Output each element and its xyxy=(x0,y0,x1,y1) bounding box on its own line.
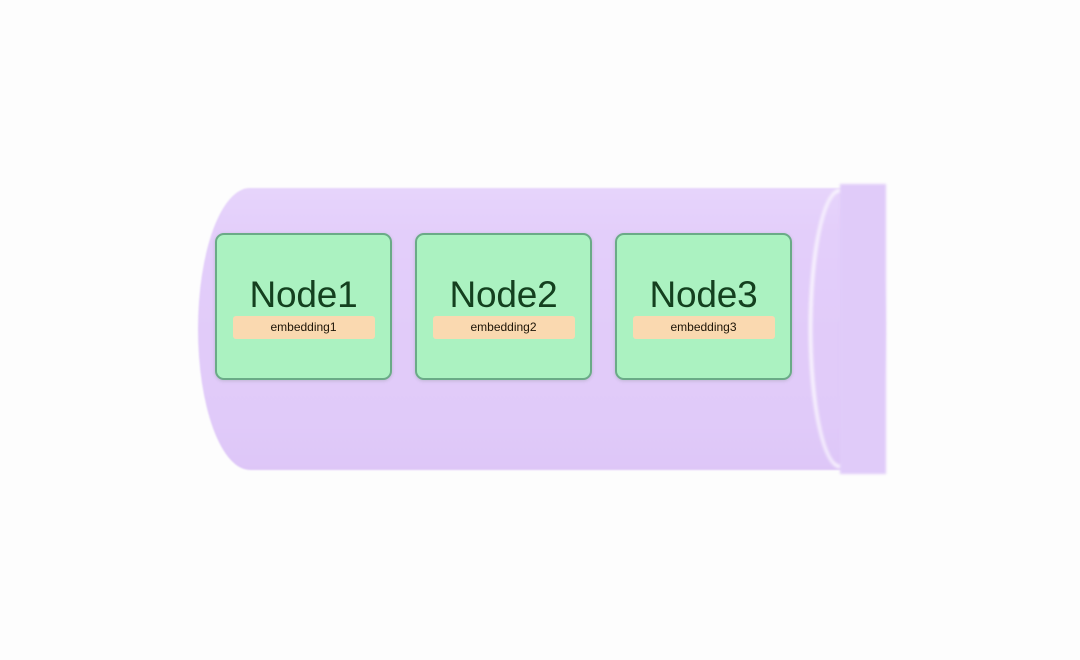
node-title: Node1 xyxy=(249,273,358,315)
cylinder-seam-mask xyxy=(840,184,886,474)
node-embedding-pill: embedding2 xyxy=(432,315,575,339)
node-card[interactable]: Node3 embedding3 xyxy=(615,233,792,380)
node-embedding-pill: embedding1 xyxy=(232,315,375,339)
node-title: Node3 xyxy=(649,273,758,315)
node-title: Node2 xyxy=(449,273,558,315)
node-embedding-pill: embedding3 xyxy=(632,315,775,339)
node-card[interactable]: Node2 embedding2 xyxy=(415,233,592,380)
node-card[interactable]: Node1 embedding1 xyxy=(215,233,392,380)
